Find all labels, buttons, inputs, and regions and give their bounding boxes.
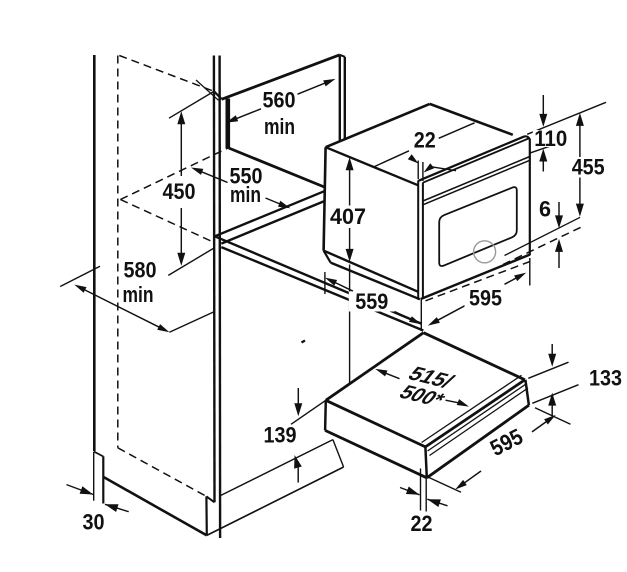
svg-text:min: min: [230, 182, 261, 207]
svg-text:560: 560: [263, 88, 296, 113]
svg-text:min: min: [264, 114, 295, 139]
svg-text:139: 139: [264, 422, 297, 447]
svg-text:407: 407: [330, 204, 366, 229]
svg-text:6: 6: [539, 197, 551, 222]
svg-text:30: 30: [83, 509, 105, 534]
svg-text:550: 550: [230, 164, 263, 189]
svg-text:450: 450: [163, 179, 196, 204]
svg-text:22: 22: [411, 511, 433, 536]
svg-text:580: 580: [124, 257, 157, 282]
svg-text:455: 455: [572, 155, 605, 180]
svg-text:22: 22: [414, 128, 436, 153]
svg-text:min: min: [123, 282, 154, 307]
svg-text:133: 133: [589, 366, 622, 391]
svg-text:559: 559: [355, 289, 388, 314]
svg-text:110: 110: [534, 126, 567, 151]
svg-text:595: 595: [469, 285, 502, 310]
